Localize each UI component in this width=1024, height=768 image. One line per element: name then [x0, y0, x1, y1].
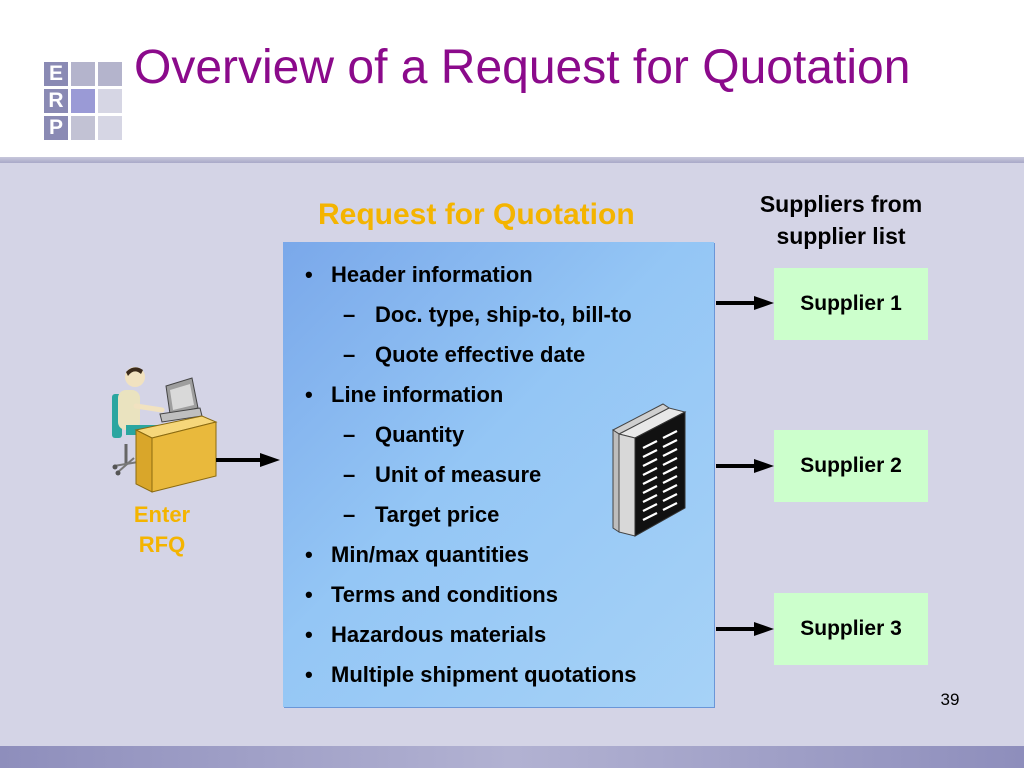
- logo-letter-p: P: [44, 116, 68, 140]
- logo-tile: [71, 116, 95, 140]
- arrow-right-icon: [216, 453, 280, 467]
- rfq-box: •Header information–Doc. type, ship-to, …: [283, 242, 714, 707]
- logo-tile: [98, 62, 122, 86]
- bullet-text: Doc. type, ship-to, bill-to: [375, 302, 632, 327]
- page-number: 39: [940, 690, 960, 709]
- slide-title: Overview of a Request for Quotation: [134, 41, 911, 94]
- enter-rfq-label: Enter RFQ: [133, 502, 191, 557]
- logo-letter-e: E: [44, 62, 68, 86]
- arrow-right-icon: [716, 459, 774, 473]
- logo-tile: [71, 62, 95, 86]
- bullet-text: Header information: [331, 262, 533, 287]
- dash-mark: –: [343, 502, 356, 527]
- dash-mark: –: [343, 462, 356, 487]
- bullet-mark: •: [305, 542, 313, 567]
- suppliers-heading: Suppliers from supplier list: [759, 191, 923, 249]
- logo-tile: [98, 116, 122, 140]
- arrow-right-icon: [716, 622, 774, 636]
- header-divider: [0, 157, 1024, 163]
- arrow-right-icon: [716, 296, 774, 310]
- erp-logo: E R P: [44, 62, 126, 140]
- dash-mark: –: [343, 302, 356, 327]
- header-band: [0, 0, 1024, 160]
- bullet-mark: •: [305, 662, 313, 687]
- dash-mark: –: [343, 342, 356, 367]
- bullet-mark: •: [305, 582, 313, 607]
- bullet-mark: •: [305, 622, 313, 647]
- bullet-text: Quantity: [375, 422, 465, 447]
- bullet-text: Line information: [331, 382, 504, 407]
- person-at-computer-icon: [112, 367, 218, 493]
- bullet-text: Quote effective date: [375, 342, 586, 367]
- logo-tile: [98, 89, 122, 113]
- supplier-box-1: Supplier 1: [774, 268, 928, 340]
- bullet-mark: •: [305, 382, 313, 407]
- bullet-text: Min/max quantities: [331, 542, 530, 567]
- bullet-mark: •: [305, 262, 313, 287]
- footer-band: [0, 746, 1024, 768]
- bullet-text: Terms and conditions: [331, 582, 558, 607]
- logo-tile: [71, 89, 95, 113]
- document-stack-icon: [612, 403, 687, 537]
- supplier-box-2: Supplier 2: [774, 430, 928, 502]
- bullet-text: Target price: [375, 502, 500, 527]
- bullet-text: Hazardous materials: [331, 622, 547, 647]
- rfq-heading: Request for Quotation: [318, 198, 635, 231]
- logo-letter-r: R: [44, 89, 68, 113]
- dash-mark: –: [343, 422, 356, 447]
- supplier-box-3: Supplier 3: [774, 593, 928, 665]
- bullet-text: Unit of measure: [375, 462, 542, 487]
- bullet-text: Multiple shipment quotations: [331, 662, 637, 687]
